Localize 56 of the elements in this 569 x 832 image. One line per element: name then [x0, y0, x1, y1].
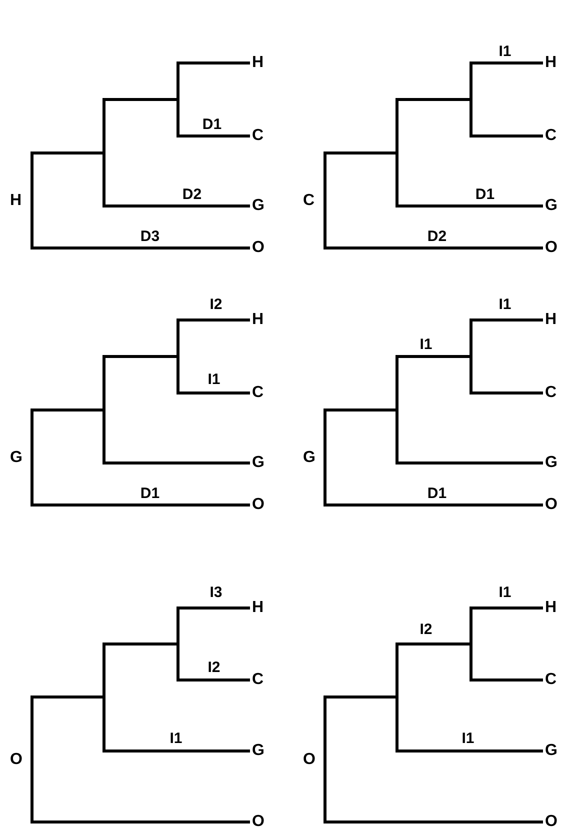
taxon-label: G — [250, 196, 264, 216]
taxon-label: G — [250, 453, 264, 473]
taxon-label: G — [250, 741, 264, 761]
branch-label: I1 — [498, 297, 512, 313]
taxon-label: O — [543, 238, 558, 258]
taxon-label: O — [543, 495, 558, 515]
taxon-label: C — [250, 126, 264, 146]
taxon-label: G — [543, 196, 558, 216]
root-label: H — [4, 190, 33, 210]
branch-label: I1 — [420, 337, 432, 353]
branch-label: I2 — [208, 660, 220, 676]
taxon-label: G — [543, 741, 558, 761]
root-label: G — [4, 448, 33, 468]
tree-branch-line — [30, 200, 250, 250]
root-label: O — [297, 750, 326, 770]
taxon-label: G — [543, 453, 558, 473]
taxon-label: O — [250, 495, 264, 515]
tree-branch-line — [324, 458, 543, 506]
branch-label: I1 — [498, 585, 512, 601]
tree-branch-line — [324, 760, 543, 824]
branch-label: I1 — [170, 731, 182, 747]
taxon-label: C — [250, 383, 264, 403]
taxon-label: C — [543, 670, 557, 690]
root-label: O — [4, 750, 33, 770]
branch-label: D3 — [140, 229, 160, 245]
branch-label: I1 — [208, 372, 220, 388]
branch-label: I2 — [420, 622, 432, 638]
taxon-label: H — [543, 310, 557, 330]
branch-label: D2 — [182, 187, 202, 203]
taxon-label: C — [543, 126, 557, 146]
taxon-label: O — [250, 812, 264, 832]
taxon-label: H — [250, 310, 264, 330]
root-label: C — [297, 190, 326, 210]
tree-branch-line — [324, 200, 543, 250]
tree-branch-line — [30, 696, 250, 760]
taxon-label: C — [543, 383, 557, 403]
taxon-label: H — [250, 53, 264, 73]
taxon-label: H — [250, 598, 264, 618]
tree-branch-line — [30, 760, 250, 824]
tree-branch-line — [30, 458, 250, 506]
branch-label: D1 — [202, 117, 222, 133]
branch-label: D1 — [475, 187, 495, 203]
branch-label: I1 — [498, 44, 512, 60]
branch-label: I1 — [462, 731, 474, 747]
branch-label: I3 — [210, 585, 222, 601]
branch-label: D1 — [140, 486, 160, 502]
taxon-label: H — [543, 598, 557, 618]
taxon-label: O — [543, 812, 558, 832]
taxon-label: O — [250, 238, 264, 258]
taxon-label: C — [250, 670, 264, 690]
tree-branch-line — [324, 696, 543, 760]
root-label: G — [297, 448, 326, 468]
branch-label: I2 — [210, 297, 222, 313]
branch-label: D1 — [427, 486, 447, 502]
taxon-label: H — [543, 53, 557, 73]
branch-label: D2 — [427, 229, 447, 245]
